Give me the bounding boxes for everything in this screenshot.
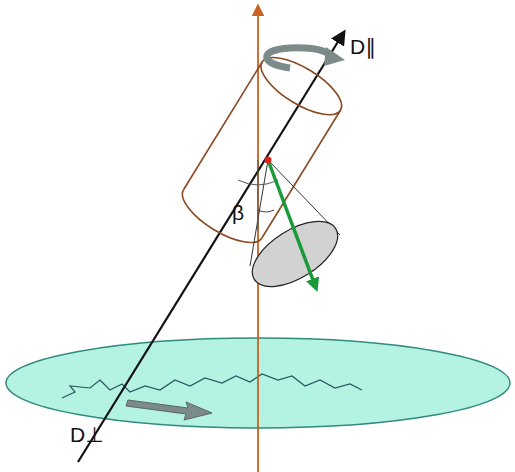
translation-coefficient-label: D⊥	[70, 424, 103, 445]
rotation-arrow	[267, 48, 332, 68]
dipole-vector	[268, 160, 316, 288]
translation-arrow	[126, 400, 212, 420]
precession-cone	[242, 160, 349, 300]
rotation-coefficient-label: D∥	[350, 36, 376, 57]
rotation-arrow-head	[324, 47, 345, 66]
angle-arc	[238, 180, 278, 185]
lab-axis	[257, 6, 259, 472]
random-walk-path	[62, 374, 362, 398]
pivot-dot	[265, 157, 272, 164]
cone-angle-label: β	[232, 202, 244, 223]
